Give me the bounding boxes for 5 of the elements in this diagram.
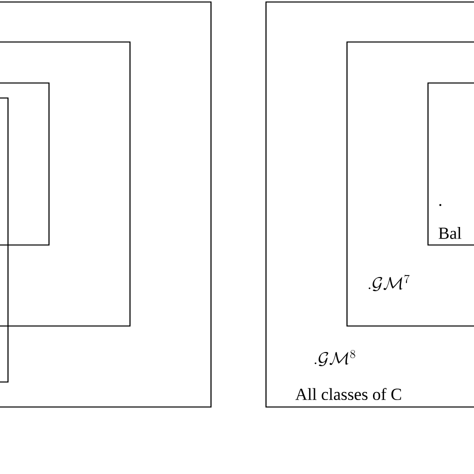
set-box (0, 82, 50, 246)
set-box (0, 1, 212, 408)
set-box: . Bal (427, 82, 474, 246)
set-box (0, 41, 131, 327)
set-box (0, 97, 9, 383)
